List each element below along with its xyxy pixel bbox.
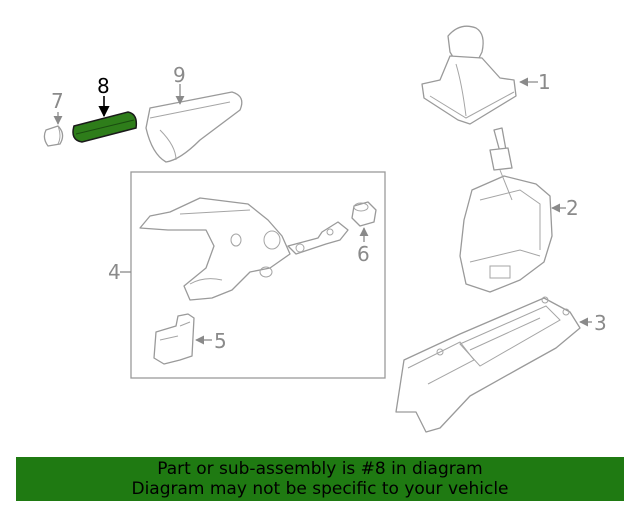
subassembly-4-box: 4 5 6: [108, 171, 386, 379]
parts-diagram: 7 8 9 4 5: [43, 25, 607, 433]
part-1-shift-boot: 1: [421, 25, 551, 125]
part-8-handle-grip: 8: [72, 74, 138, 143]
callout-2: 2: [566, 196, 579, 220]
part-3-console-bracket: 3: [395, 296, 607, 433]
callout-5: 5: [214, 329, 227, 353]
notice-banner: Part or sub-assembly is #8 in diagram Di…: [16, 457, 624, 501]
part-9-lever-cover: 9: [145, 63, 243, 163]
callout-1: 1: [538, 70, 551, 94]
callout-9: 9: [173, 63, 186, 87]
callout-6: 6: [357, 242, 370, 266]
callout-7: 7: [51, 89, 64, 113]
part-7-end-cap: 7: [43, 89, 64, 147]
banner-line-1: Part or sub-assembly is #8 in diagram: [157, 459, 483, 479]
banner-line-2: Diagram may not be specific to your vehi…: [131, 479, 509, 499]
callout-8: 8: [97, 74, 110, 98]
part-2-shifter-assembly: 2: [459, 127, 579, 293]
callout-4: 4: [108, 260, 121, 284]
callout-3: 3: [594, 311, 607, 335]
